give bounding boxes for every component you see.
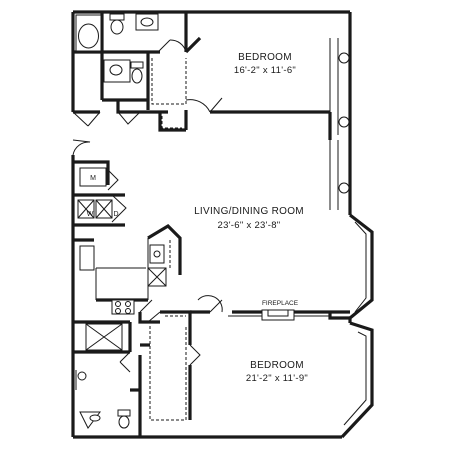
entry-area [72, 100, 148, 156]
toilet-tank [109, 13, 125, 21]
window-latch-icon [338, 116, 350, 128]
top-bedroom-name: BEDROOM [238, 52, 292, 63]
master-bath [73, 12, 187, 110]
top-bedroom-dimensions: 16'-2" x 11'-6" [234, 65, 296, 76]
shelf [79, 245, 95, 271]
windows [329, 38, 367, 426]
top-bedroom-walls [148, 12, 332, 140]
tub-basin [78, 23, 99, 49]
toilet-bowl [131, 68, 143, 84]
fireplace-firebox [267, 309, 289, 317]
window-latch-icon [338, 182, 350, 194]
living-room-name: LIVING/DINING ROOM [194, 206, 304, 217]
bottom-bedroom-name: BEDROOM [250, 360, 304, 371]
toilet-tank [130, 61, 144, 69]
laundry: M W D [73, 160, 127, 271]
burner-icon [125, 308, 131, 314]
vanity-sink [109, 64, 123, 76]
microwave [79, 167, 107, 187]
exterior-walls [71, 10, 374, 439]
kitchen [95, 223, 182, 315]
sink-basin [89, 414, 101, 422]
bottom-bedroom-dimensions: 21'-2" x 11'-9" [246, 373, 308, 384]
toilet-bowl [110, 19, 124, 35]
window-latch-icon [338, 52, 350, 64]
toilet-bowl [118, 415, 130, 429]
fireplace-label: FIREPLACE [262, 300, 299, 307]
dryer-label: D [113, 211, 118, 218]
toilet-tank [117, 409, 131, 417]
burner-icon [125, 301, 131, 307]
lower-bath [73, 299, 201, 437]
toilet-bowl [77, 371, 87, 381]
burner-icon [115, 308, 121, 314]
sink-drain-icon [153, 250, 161, 258]
washer-label: W [87, 211, 94, 218]
burner-icon [115, 301, 121, 307]
sink-basin [140, 17, 154, 27]
lower-bedroom-walls [190, 295, 350, 321]
living-room-dimensions: 23'-6" x 23'-8" [218, 220, 281, 231]
microwave-label: M [90, 175, 96, 182]
